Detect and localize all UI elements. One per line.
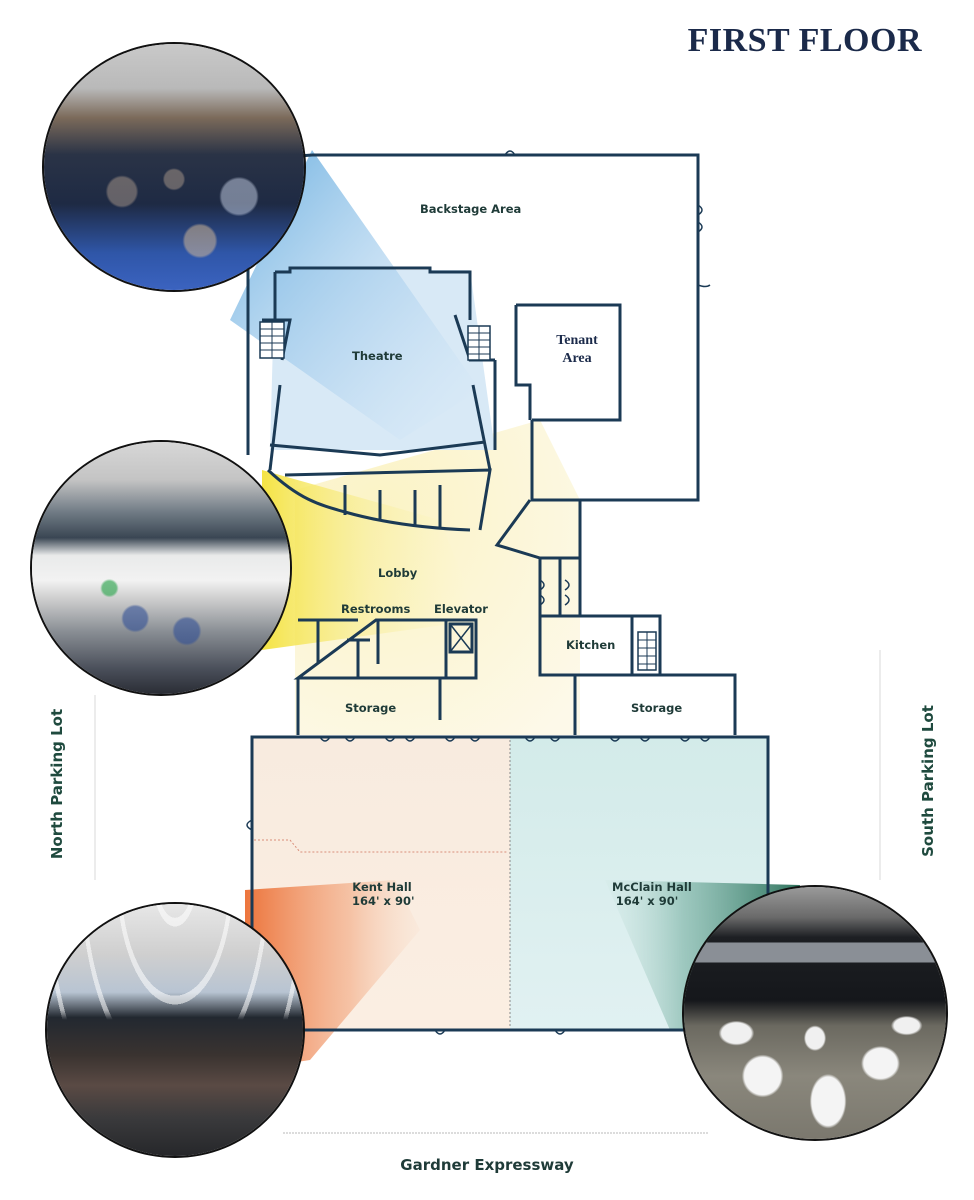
room-label-restrooms: Restrooms <box>341 602 411 616</box>
room-label-kitchen: Kitchen <box>566 638 616 652</box>
kent-hall-photo <box>45 902 305 1158</box>
tenant-line-1: Tenant <box>556 333 598 348</box>
kent-hall-name: Kent Hall <box>352 880 412 894</box>
room-label-storage-left: Storage <box>345 701 397 715</box>
room-label-theatre: Theatre <box>352 349 403 363</box>
room-label-lobby: Lobby <box>378 566 418 580</box>
lobby-photo <box>30 440 292 696</box>
gardner-expressway-label: Gardner Expressway <box>400 1156 574 1174</box>
theatre-photo <box>42 42 306 292</box>
room-label-mcclain-hall: McClain Hall 164' x 90' <box>612 880 692 908</box>
mcclain-hall-name: McClain Hall <box>612 880 692 894</box>
tenant-line-2: Area <box>562 351 592 366</box>
kent-hall-dims: 164' x 90' <box>352 894 415 908</box>
room-label-elevator: Elevator <box>434 602 488 616</box>
page-title: FIRST FLOOR <box>687 22 922 59</box>
mcclain-hall-photo <box>682 885 948 1141</box>
room-label-storage-right: Storage <box>631 701 683 715</box>
south-parking-lot-label: South Parking Lot <box>918 705 937 857</box>
room-label-kent-hall: Kent Hall 164' x 90' <box>352 880 415 908</box>
room-label-tenant: Tenant Area <box>552 332 602 368</box>
room-label-backstage: Backstage Area <box>420 202 522 216</box>
north-parking-lot-label: North Parking Lot <box>48 708 67 860</box>
mcclain-hall-dims: 164' x 90' <box>615 894 679 908</box>
